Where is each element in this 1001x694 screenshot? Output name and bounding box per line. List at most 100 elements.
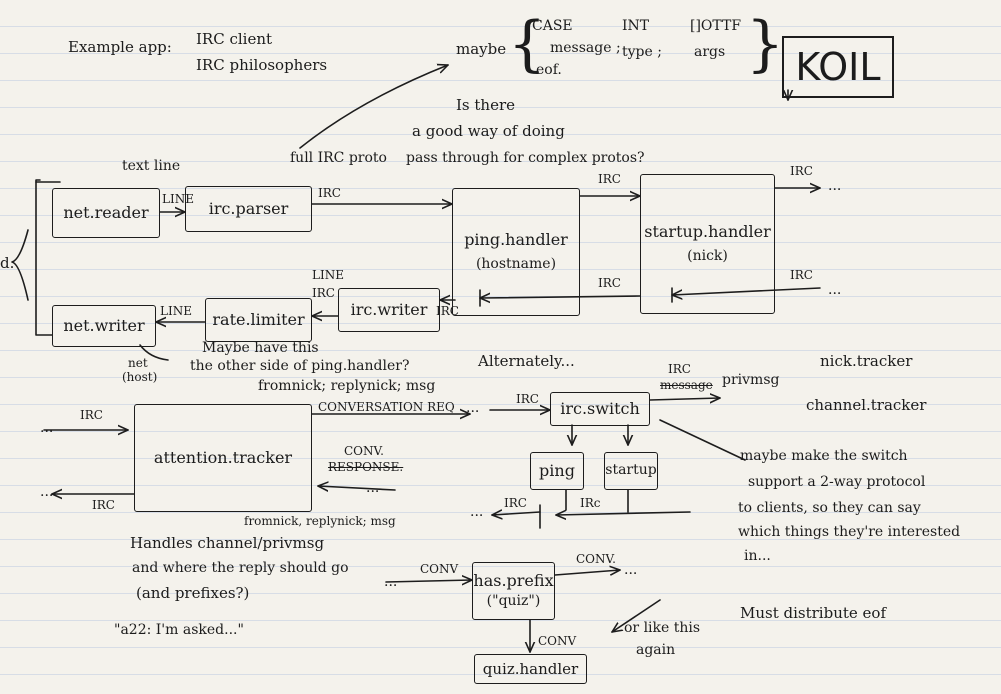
im-asked-note: "a22: I'm asked..." [114,622,244,638]
fromnick-top-note: fromnick; replynick; msg [258,378,436,394]
ellipsis-in-top: ... [828,282,842,298]
irc-label-attention-out: IRC [92,498,115,512]
left-brace: { [508,9,547,79]
alternately-note: Alternately... [478,352,575,370]
maybe-switch-note-4: which things they're interested [738,524,961,540]
maybe-switch-note-2: support a 2-way protocol [748,474,926,490]
irc-label-writer-side: IRC [436,304,459,318]
rate-limiter-label: rate.limiter [212,310,305,329]
message-struck-label: message [660,378,713,392]
attention-tracker-label: attention.tracker [153,448,293,467]
wire-switch-return [555,512,691,515]
maybe-switch-note-1: maybe make the switch [740,448,908,464]
conv-label: CONV. [344,444,384,458]
net-group-bracket [35,179,53,336]
is-there-note: Is there [456,96,516,114]
wire-in-startup [671,287,821,295]
list-type-label: []OTTF [690,18,742,34]
irc-parser-box: irc.parser [185,186,312,232]
startup-box: startup [604,452,658,490]
irc-label-switch-out: IRC [504,496,527,510]
response-label: RESPONSE. [328,460,404,474]
irc-label-switch-in: IRC [516,392,539,406]
ping-handler-label: ping.handler [464,230,568,250]
irc-label-attention-in: IRC [80,408,103,422]
handles-note-1: Handles channel/privmsg [130,534,325,552]
ellipsis-prefix-in: ... [384,574,398,590]
wire-conv-attention [317,486,396,490]
fromnick-bottom-note: fromnick, replynick; msg [244,514,396,528]
or-like-this-note-1: or like this [624,620,701,636]
quiz-handler-box: quiz.handler [474,654,587,684]
wire-or-like-this [611,599,661,633]
ellipsis-attention-in: ... [40,420,54,436]
ellipsis-attention-out: ... [40,484,54,500]
conv-label-prefix-in: CONV [420,562,459,576]
full-irc-proto-note: full IRC proto [290,150,387,166]
must-distribute-note: Must distribute eof [740,604,887,622]
net-label: net [128,356,148,370]
line-label-netwriter: LINE [160,304,192,318]
wire-prefix-conv [554,570,621,575]
irc-switch-label: irc.switch [560,399,640,418]
net-reader-box: net.reader [52,188,160,238]
irc-label-privmsg: IRC [668,362,691,376]
irc-writer-box: irc.writer [338,288,440,332]
irc-label-startup-in: IRC [790,268,813,282]
attention-tracker-box: attention.tracker [134,404,312,512]
has-prefix-quiz: ("quiz") [486,593,541,610]
ellipsis-attention-conv: ... [366,480,380,496]
channel-tracker-note: channel.tracker [806,396,927,414]
has-prefix-label: has.prefix [473,571,554,591]
case-label: CASE [532,18,573,34]
eof-label: eof. [536,62,562,78]
startup-handler-nick: (nick) [687,248,728,265]
maybe-label: maybe [456,40,507,58]
good-way-note: a good way of doing [412,122,565,140]
irc-parser-label: irc.parser [208,199,289,218]
net-writer-box: net.writer [52,305,156,347]
startup-handler-label: startup.handler [644,222,771,242]
irc-label-parser: IRC [318,186,341,200]
host-label: (host) [122,370,158,384]
conv-label-quiz: CONV [538,634,577,648]
or-like-this-note-2: again [636,642,676,658]
quiz-handler-label: quiz.handler [482,659,579,678]
ping-handler-hostname: (hostname) [475,256,557,273]
has-prefix-box: has.prefix ("quiz") [472,562,555,620]
irc-client-label: IRC client [196,30,273,48]
type-label: type ; [622,44,662,60]
ping-handler-box: ping.handler (hostname) [452,188,580,316]
wire-maybe-pointer [299,65,449,149]
ellipsis-switch-in: ... [466,400,480,416]
wire-startup-ping [479,296,641,298]
ellipsis-prefix-out: ... [624,562,638,578]
maybe-have-this-note: Maybe have this [202,340,319,356]
message-label: message ; [550,40,621,56]
startup-label: startup [605,462,657,479]
net-reader-label: net.reader [63,203,149,222]
privmsg-label: privmsg [722,372,780,388]
ellipsis-switch-out: ... [470,504,484,520]
startup-handler-box: startup.handler (nick) [640,174,775,314]
maybe-switch-note-3: to clients, so they can say [738,500,921,516]
text-line-note: text line [122,158,181,174]
wire-conv-prefix [385,580,473,582]
handles-note-2: and where the reply should go [132,560,349,576]
ellipsis-out-top: ... [828,178,842,194]
example-app-label: Example app: [68,38,172,56]
ping-box: ping [530,452,584,490]
int-label: INT [622,18,650,34]
wire-switch-privmsg [649,398,721,400]
conv-label-prefix-out: CONV. [576,552,616,566]
args-label: args [694,44,726,60]
irc-philosophers-label: IRC philosophers [196,56,328,74]
line-label-reader: LINE [162,192,194,206]
irc-label-switch-mid: IRc [580,496,601,510]
net-writer-label: net.writer [63,316,145,335]
right-brace: } [746,9,785,79]
conversation-req-label: CONVERSATION REQ [318,400,455,414]
other-side-note: the other side of ping.handler? [190,358,410,374]
line-label-writer: LINE [312,268,344,282]
